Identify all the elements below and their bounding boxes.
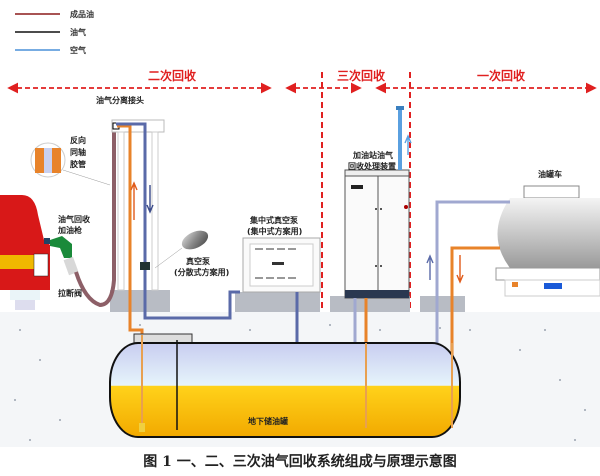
vapor-pipe-tanker [435, 200, 510, 350]
submersible-pump [139, 423, 145, 432]
air-vent-cap [396, 106, 404, 110]
zone-tertiary-label: 三次回收 [337, 68, 385, 83]
zone-primary-label: 一次回收 [477, 68, 525, 83]
fuel-pipe-dispenser [117, 124, 144, 335]
label-underground-tank: 地下储油罐 [248, 416, 288, 426]
separator-joint [140, 262, 150, 270]
vapor-arrow-down [146, 185, 154, 214]
zone-secondary-label: 二次回收 [148, 68, 196, 83]
fuel-dispenser [111, 119, 165, 291]
vacuum-pump-distributed [154, 230, 209, 269]
legend-label-vapor: 油气 [70, 27, 86, 37]
tanker-base [420, 296, 465, 312]
label-treatment-1: 加油站油气 [352, 150, 393, 160]
figure-caption: 图 1 一、二、三次油气回收系统组成与原理示意图 [143, 454, 457, 470]
vapor-arrow-up-tanker [426, 254, 434, 280]
air-arrow-up [404, 134, 412, 155]
label-coaxial-hose-3: 胶管 [70, 159, 86, 169]
legend-label-air: 空气 [70, 45, 86, 55]
vapor-pipe-dispenser [116, 122, 240, 320]
fuel-arrow-up [130, 181, 138, 220]
label-central-pump-2: (集中式方案用) [247, 226, 302, 236]
label-nozzle-1: 油气回收 [58, 214, 90, 224]
label-breakaway-valve: 拉断阀 [58, 288, 82, 298]
central-pump-base [235, 292, 320, 312]
fuel-pipe-tanker [450, 246, 500, 385]
dispenser-base [110, 290, 170, 312]
recovery-nozzle [44, 236, 79, 276]
zone-dividers [321, 72, 411, 345]
label-separator-joint: 油气分离接头 [96, 95, 144, 105]
coaxial-hose [74, 125, 116, 308]
label-vacuum-pump-1: 真空泵 [186, 256, 210, 266]
car [0, 195, 50, 310]
treatment-unit [344, 169, 410, 299]
label-tanker: 油罐车 [538, 169, 562, 179]
tanker-truck [495, 185, 600, 297]
label-vacuum-pump-2: (分散式方案用) [174, 267, 229, 277]
coaxial-hose-inset [30, 142, 111, 186]
fuel-arrow-down-tanker [456, 255, 464, 284]
central-vacuum-pump [242, 237, 321, 293]
underground-tank [109, 342, 461, 438]
label-central-pump-1: 集中式真空泵 [249, 215, 298, 225]
legend-label-fuel: 成品油 [70, 9, 94, 19]
treatment-unit-base [330, 296, 410, 312]
label-nozzle-2: 加油枪 [57, 225, 82, 235]
ground-speckles [14, 324, 586, 441]
legend: 成品油 油气 空气 [15, 9, 94, 55]
label-treatment-2: 回收处理装置 [348, 161, 396, 171]
label-coaxial-hose-2: 同轴 [70, 147, 86, 157]
label-coaxial-hose-1: 反向 [70, 135, 86, 145]
